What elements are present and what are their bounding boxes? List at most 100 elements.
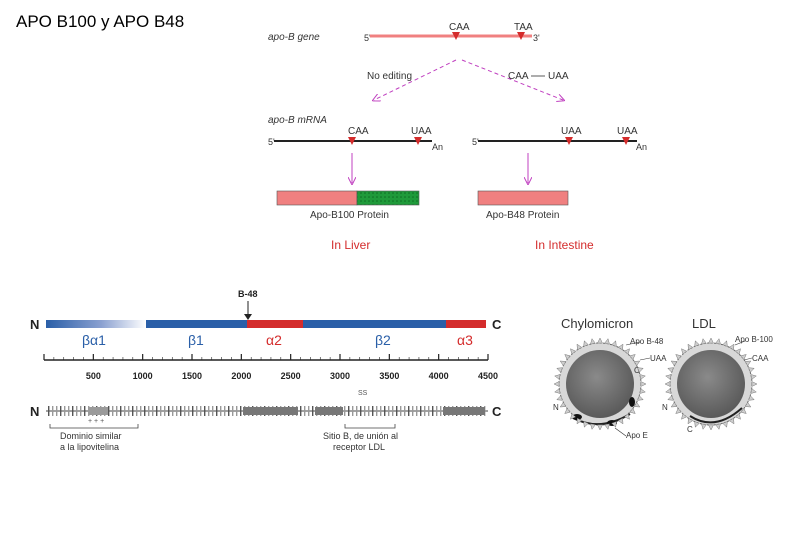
struct-stripe xyxy=(176,406,177,416)
struct-stripe xyxy=(164,406,165,416)
label-caa: CAA xyxy=(752,354,769,363)
surface-spike xyxy=(665,382,670,387)
protein-b100-label: Apo-B100 Protein xyxy=(310,210,389,221)
surface-spike xyxy=(752,382,757,387)
struct-stripe xyxy=(172,406,173,416)
struct-stripe xyxy=(364,406,365,416)
segment-b2 xyxy=(303,320,446,328)
struct-stripe xyxy=(152,406,153,416)
struct-stripe xyxy=(200,406,201,416)
struct-stripe xyxy=(228,406,229,416)
segment-label-b2: β2 xyxy=(375,332,391,348)
surface-spike xyxy=(605,424,610,429)
mrna-left-codon-uaa: UAA xyxy=(411,126,432,137)
site-intestine: In Intestine xyxy=(535,238,594,252)
struct-stripe xyxy=(348,406,349,416)
ruler-label: 2000 xyxy=(231,371,251,381)
struct-stripe xyxy=(384,406,385,416)
note-left-line1: Dominio similar xyxy=(60,431,122,441)
segment-label-a3: α3 xyxy=(457,332,473,348)
gene-codon-taa: TAA xyxy=(514,22,533,33)
b48-marker-label: B-48 xyxy=(238,289,258,299)
struct-stripe xyxy=(436,406,437,416)
label-c-right: C xyxy=(687,425,693,434)
label-n-right: N xyxy=(662,403,668,412)
struct-stripe xyxy=(140,406,141,416)
struct-stripe xyxy=(396,406,397,416)
surface-spike xyxy=(605,339,610,344)
surface-spike xyxy=(666,374,671,379)
gene-three-prime: 3' xyxy=(533,33,540,43)
surface-spike xyxy=(716,339,721,344)
ruler-ticks xyxy=(44,354,488,360)
apo-e-blob xyxy=(629,397,635,407)
struct-stripe xyxy=(148,406,149,416)
struct-stripe xyxy=(208,406,209,416)
ruler-label: 3000 xyxy=(330,371,350,381)
struct-stripe xyxy=(352,406,353,416)
struct-stripe xyxy=(312,406,313,416)
editing-diagram: apo-B gene 5' 3' CAA TAA No editing CAA … xyxy=(268,22,647,252)
charge-label: + + + xyxy=(88,418,104,425)
editing-to: UAA xyxy=(548,71,569,82)
struct-stripe xyxy=(76,406,77,416)
surface-spike xyxy=(716,424,721,429)
bracket-right xyxy=(345,424,395,428)
ldl-core xyxy=(677,350,745,418)
segment-label-a2: α2 xyxy=(266,332,282,348)
surface-spike xyxy=(598,338,603,343)
b48-marker-arrow xyxy=(244,314,252,320)
ruler-label: 500 xyxy=(86,371,101,381)
struct-stripe xyxy=(156,406,157,416)
surface-spike xyxy=(709,338,714,343)
struct-stripe xyxy=(308,406,309,416)
protein-b100-green xyxy=(357,191,419,205)
surface-spike xyxy=(554,382,559,387)
protein-b48-label: Apo-B48 Protein xyxy=(486,210,559,221)
segment-b1 xyxy=(146,320,247,328)
segment-label-b1: β1 xyxy=(188,332,204,348)
leader-uaa xyxy=(640,358,650,360)
struct-stripe xyxy=(68,406,69,416)
struct-stripe xyxy=(184,406,185,416)
struct-block xyxy=(315,407,343,415)
struct-stripe xyxy=(416,406,417,416)
struct-stripe xyxy=(160,406,161,416)
struct-block xyxy=(443,407,485,415)
ruler-label: 2500 xyxy=(281,371,301,381)
mrna-left-codon-caa: CAA xyxy=(348,126,369,137)
no-editing-label: No editing xyxy=(367,71,412,82)
ruler-label: 4500 xyxy=(478,371,498,381)
surface-spike xyxy=(598,425,603,430)
mrna-right-polya: An xyxy=(636,142,647,152)
struct-stripe xyxy=(84,406,85,416)
struct-stripe xyxy=(128,406,129,416)
segment-a3 xyxy=(446,320,486,328)
surface-spike xyxy=(641,382,646,387)
label-apo-b100: Apo B-100 xyxy=(735,335,773,344)
struct-c-terminus: C xyxy=(492,404,502,419)
label-apo-e: Apo E xyxy=(626,431,648,440)
struct-stripe xyxy=(420,406,421,416)
ruler-label: 1500 xyxy=(182,371,202,381)
surface-spike xyxy=(590,339,595,344)
struct-stripe xyxy=(400,406,401,416)
label-n-left: N xyxy=(553,403,559,412)
struct-stripe xyxy=(408,406,409,416)
note-right-line1: Sitio B, de unión al xyxy=(323,431,398,441)
mrna-right-codon-uaa2: UAA xyxy=(617,126,638,137)
struct-stripe xyxy=(56,406,57,416)
domain-c-terminus: C xyxy=(492,317,502,332)
chylomicron-title: Chylomicron xyxy=(561,316,633,331)
mrna-right-codon-uaa1: UAA xyxy=(561,126,582,137)
struct-stripe xyxy=(232,406,233,416)
struct-stripe xyxy=(116,406,117,416)
struct-stripe xyxy=(132,406,133,416)
struct-stripe xyxy=(108,406,109,416)
struct-stripe xyxy=(124,406,125,416)
struct-stripe xyxy=(216,406,217,416)
struct-stripe xyxy=(168,406,169,416)
chylomicron-core xyxy=(566,350,634,418)
struct-stripe xyxy=(424,406,425,416)
